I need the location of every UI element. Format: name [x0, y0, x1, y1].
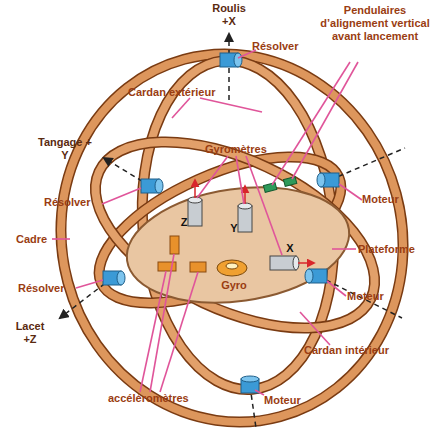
motor [305, 269, 327, 283]
part-label: Moteur [347, 290, 397, 303]
frame-ring [20, 15, 437, 430]
inner-gimbal-ring [67, 104, 402, 367]
leader-line [255, 390, 264, 395]
gyro-hub [226, 263, 238, 269]
gyro-y [238, 186, 252, 232]
leader-line [246, 156, 282, 255]
axis-letter: Y [228, 222, 240, 235]
leader-line [172, 98, 190, 118]
axis-arrow [298, 262, 314, 264]
resolver [220, 53, 242, 67]
part-label: Cardan intérieur [304, 344, 414, 357]
ring-band [67, 104, 402, 367]
resolver [103, 271, 125, 285]
gyro-spinner [217, 260, 247, 276]
axis-arrow [244, 186, 246, 204]
gyro-z [188, 180, 202, 226]
motor [317, 173, 339, 187]
gyro-x [270, 256, 314, 270]
leader-line [327, 281, 346, 296]
axis-line [330, 148, 405, 180]
pendulum [283, 177, 296, 187]
leader-line [160, 272, 198, 392]
leader-line [102, 188, 141, 204]
part-label: Plateforme [358, 243, 428, 256]
part-label: Moteur [264, 394, 314, 407]
platform-disc [119, 174, 356, 316]
ring-outline [79, 127, 361, 333]
accelerometer [190, 262, 206, 272]
accelerometer [170, 236, 179, 254]
resolver-cap [234, 53, 242, 67]
leader-line [150, 254, 174, 392]
leader-line [339, 184, 362, 200]
pendulum [263, 183, 276, 193]
resolver [141, 179, 163, 193]
leader-lines [52, 50, 362, 395]
ring-outline [67, 104, 402, 367]
part-label: accéléromètres [108, 392, 208, 405]
motor-cap [305, 269, 313, 283]
ring-band [79, 127, 361, 333]
axis-letter: X [284, 242, 296, 255]
ring-outline [20, 15, 437, 430]
resolver-cap [155, 179, 163, 193]
axis-line [318, 276, 402, 318]
accelerometer [158, 262, 176, 271]
part-label: Résolver [44, 196, 104, 209]
gyro-body [270, 256, 296, 270]
part-label: Résolver [18, 282, 78, 295]
axis-letter: Z [178, 216, 190, 229]
leader-line [292, 62, 358, 179]
part-label: Cardan extérieur [128, 86, 238, 99]
axis-label: Lacet +Z [10, 320, 50, 346]
part-label: Résolver [252, 40, 312, 53]
leader-line [236, 156, 244, 204]
motor-cap [317, 173, 325, 187]
motor-cap [241, 376, 259, 382]
leader-line [332, 248, 356, 250]
leader-line [272, 62, 350, 185]
part-label: Gyro [218, 279, 250, 292]
part-label: Pendulaires d’alignement vertical avant … [318, 4, 432, 43]
gyro-body [188, 200, 202, 226]
part-label: Moteur [362, 193, 412, 206]
part-label: Gyromètres [205, 143, 285, 156]
leader-line [200, 98, 262, 112]
axis-label: Roulis +X [208, 2, 250, 28]
part-label: Cadre [16, 233, 61, 246]
leader-line [197, 156, 228, 198]
axis-label: Tangage + Y [38, 136, 92, 162]
leader-line [300, 312, 330, 345]
yaw-ring [79, 127, 361, 333]
axis-arrow [194, 180, 196, 198]
leader-line [140, 271, 166, 392]
resolver-cap [117, 271, 125, 285]
leader-line [52, 238, 70, 240]
leader-line [76, 280, 103, 288]
gyro-body [238, 206, 252, 232]
ring-band [20, 15, 437, 430]
